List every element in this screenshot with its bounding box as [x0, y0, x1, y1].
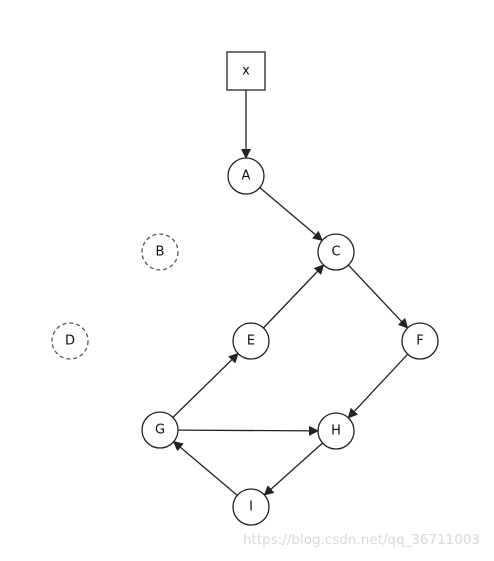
node-b: B — [141, 233, 179, 271]
input-node-label: x — [242, 64, 250, 79]
node-f-circle — [401, 322, 439, 360]
edge-g-to-e — [172, 352, 239, 418]
node-e-label: E — [247, 334, 255, 349]
edge-f-to-h — [347, 353, 409, 419]
node-h-circle — [317, 412, 355, 450]
watermark-text: https://blog.csdn.net/qq_36711003 — [243, 532, 481, 548]
edge-e-to-c — [262, 264, 325, 329]
edge-c-to-f — [347, 264, 409, 329]
node-d-circle — [51, 322, 89, 360]
edge-g-to-h — [177, 425, 319, 436]
node-i-label: I — [249, 500, 253, 515]
node-g: G — [141, 411, 179, 449]
node-d-label: D — [65, 334, 75, 349]
node-f-label: F — [416, 334, 423, 349]
node-c: C — [317, 233, 355, 271]
node-h-label: H — [331, 424, 341, 439]
node-h: H — [317, 412, 355, 450]
node-e-circle — [232, 322, 270, 360]
node-e: E — [232, 322, 270, 360]
node-i-circle — [232, 488, 270, 526]
nodes-layer: xA B C D E F G H I — [51, 51, 439, 526]
node-g-label: G — [155, 423, 165, 438]
edge-i-to-g — [172, 440, 238, 496]
node-g-circle — [141, 411, 179, 449]
node-a: A — [227, 157, 265, 195]
input-node-x: x — [226, 51, 266, 91]
node-d: D — [51, 322, 89, 360]
node-i: I — [232, 488, 270, 526]
node-a-circle — [227, 157, 265, 195]
node-b-label: B — [156, 245, 165, 260]
input-node-box — [226, 51, 266, 91]
edge-a-to-c — [259, 187, 323, 242]
edge-h-to-i — [263, 442, 324, 496]
edges-layer — [172, 90, 409, 496]
node-a-label: A — [242, 169, 251, 184]
node-b-circle — [141, 233, 179, 271]
node-c-circle — [317, 233, 355, 271]
node-c-label: C — [331, 245, 340, 260]
node-f: F — [401, 322, 439, 360]
